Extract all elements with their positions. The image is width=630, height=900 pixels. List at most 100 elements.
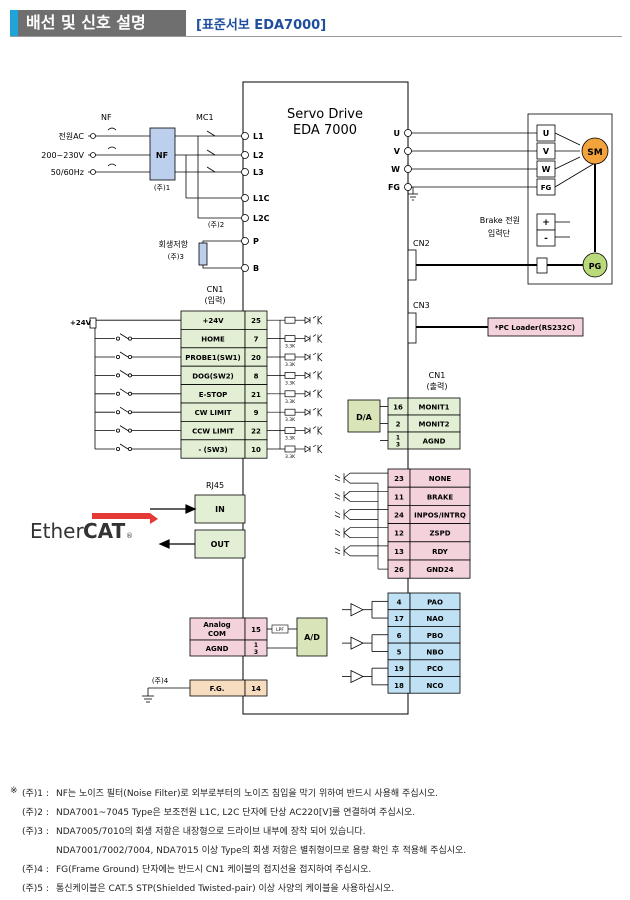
cn1-encoder-pin: 4 [397,598,402,606]
terminal-l3: L3 [253,168,264,177]
noise-filter-label: NF [156,151,168,160]
brake-label-2: 입력단 [488,228,511,238]
footnote-key: (주)2 : [22,808,49,818]
terminal-b: B [253,264,259,273]
svg-text:Ether: Ether [30,519,84,543]
footnote-key: (주)3 : [22,827,49,837]
brake-label: Brake 전원 [480,215,520,225]
cn1-encoder-pin: 6 [397,632,402,640]
cn1-encoder-pin: 19 [394,665,404,673]
cn1-digital-signal: NONE [429,475,452,483]
footnote-text: FG(Frame Ground) 단자에는 반드시 CN1 케이블의 접지선을 … [56,865,372,875]
cn1-digital-pin: 12 [394,530,404,538]
cn1-monit-pin: 16 [393,404,403,412]
da-converter-label: D/A [356,413,373,422]
cn1-input-pin: 9 [254,409,259,417]
cn1-input-row: PROBE1(SW1)20 [180,347,268,367]
da-converter-box [347,399,381,433]
footnote-text: NDA7001/7002/7004, NDA7015 이상 Type의 회생 저… [56,846,467,856]
note2-marker: (주)2 [208,221,224,229]
cn1-digital-signal: BRAKE [427,493,454,501]
cn1-input-optocouplers: 3.3K3.3K3.3K3.3K3.3K3.3K3.3K [267,315,323,460]
fg-terminal-pin: 14 [251,685,261,693]
svg-text:3: 3 [254,649,258,656]
mc1-label: MC1 [196,113,214,122]
footnote-row: ※(주)1 :NF는 노이즈 필터(Noise Filter)로 외부로부터의 … [10,786,622,805]
cn1-digital-signal: GND24 [426,566,453,574]
svg-text:+: + [542,218,550,228]
cn1-encoder-row: 19 PCO [387,659,461,677]
input-resistor-label: 3.3K [285,362,296,368]
footnotes: ※(주)1 :NF는 노이즈 필터(Noise Filter)로 외부로부터의 … [10,786,622,900]
svg-text:V: V [543,147,550,156]
fg-terminal-label: F.G. [210,685,225,693]
cn1-digital-pin: 26 [394,566,404,574]
ethercat-out-port [194,529,246,559]
footnote-text: NDA7005/7010의 회생 저항은 내장형으로 드라이브 내부에 장착 되… [56,827,366,837]
ad-converter-box [296,617,328,657]
input-resistor-label: 3.3K [285,436,296,442]
cn1-output-optocouplers [334,472,388,570]
footnote-key: (주)5 : [22,884,49,894]
pc-loader-box [487,317,584,337]
cn1-encoder-row: 6 PBO [387,626,461,644]
ethercat-in-port [194,494,246,524]
nf-label: NF [101,113,112,122]
svg-text:OUT: OUT [211,540,230,549]
svg-text:W: W [542,165,551,174]
terminal-l1: L1 [253,132,264,141]
motor-terminals: U V W FG [388,129,401,192]
footnote-row: (주)3 : NDA7005/7010의 회생 저항은 내장형으로 드라이브 내부… [10,824,622,843]
svg-text:-: - [544,234,548,244]
drive-title-line2: EDA 7000 [293,123,357,138]
cn1-digital-pin: 24 [394,512,404,520]
footnote-row: (주)4 : FG(Frame Ground) 단자에는 반드시 CN1 케이블의… [10,862,622,881]
cn1-encoder-signal: PCO [427,665,443,673]
rj45-label: RJ45 [206,481,224,490]
regen-resistor [198,242,208,266]
cn1-input-row: DOG(SW2)8 [180,365,268,386]
footnote-row: (주)5 :통신케이블은 CAT.5 STP(Shielded Twisted-… [10,881,622,900]
terminal-l2: L2 [253,151,264,160]
footnote-key: (주)1 : [22,789,49,799]
note4-marker: (주)4 [152,677,169,685]
footnote-row: (주)2 : NDA7001~7045 Type은 보조전원 L1C, L2C 단… [10,805,622,824]
footnote-text: NDA7001~7045 Type은 보조전원 L1C, L2C 단자에 단상 … [56,808,416,818]
ethercat-logo: Ether CAT ® [30,513,158,543]
cn1-monit-pin-2: 3 [396,442,400,449]
cn1-encoder-signal: NCO [427,682,444,690]
cn1-input-signal: - (SW3) [198,446,227,454]
cn1-digital-pin: 13 [394,548,404,556]
input-resistor-label: 3.3K [285,399,296,405]
power-input-lines [88,127,245,219]
terminal-l1c: L1C [253,194,270,203]
footnote-row: NDA7001/7002/7004, NDA7015 이상 Type의 회생 저… [10,843,622,862]
cn1-encoder-pin: 18 [394,682,404,690]
cn1-encoder-signal: PBO [427,632,443,640]
noise-filter-box [149,127,176,181]
cn1-input-signal: E-STOP [199,391,228,399]
power-input-line1: 전원AC [58,131,84,141]
cn3-connector [407,312,417,344]
terminal-p: P [253,237,259,246]
svg-text:®: ® [126,532,133,540]
servo-motor-label: SM [587,148,602,158]
cn1-input-pin: 21 [251,391,261,399]
note3-marker: (주)3 [168,253,184,261]
footnote-key: (주)4 : [22,865,49,875]
supply-24v-label: +24V [70,319,92,327]
cn1-monit-signal: AGND [423,438,446,446]
cn1-output-subtitle: (출력) [427,381,448,391]
